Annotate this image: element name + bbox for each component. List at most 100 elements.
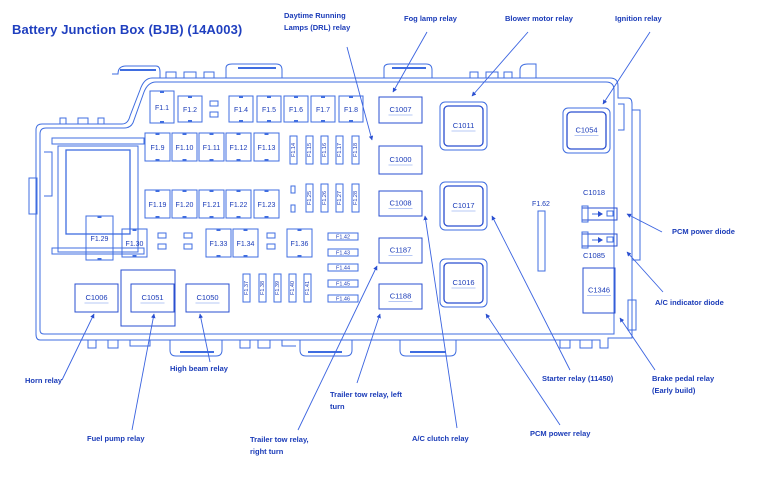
fuse-label: F1.30 — [126, 241, 144, 248]
leader-ac-diode — [626, 251, 664, 293]
connector-c1188[interactable]: C1188 — [378, 283, 423, 310]
callout-drl-line2: Lamps (DRL) relay — [284, 23, 351, 32]
fuse-f1-15[interactable]: F1.15 — [305, 135, 314, 165]
fuse-f1-25[interactable]: F1.25 — [305, 183, 314, 213]
connector-c1008[interactable]: C1008 — [378, 190, 423, 217]
callout-drl-line1: Daytime Running — [284, 11, 346, 20]
fuse-f1-37[interactable]: F1.37 — [242, 273, 251, 303]
leader-ac-clutch — [423, 215, 458, 429]
fuse-label: F1.9 — [150, 145, 164, 152]
fuse-label: F1.46 — [336, 296, 350, 302]
fuse-f1-19[interactable]: F1.19 — [144, 189, 171, 219]
fuse-f1-42[interactable]: F1.42 — [327, 232, 359, 241]
connector-c1011[interactable]: C1011 — [439, 101, 488, 151]
connector-c1051[interactable]: C1051 — [130, 283, 175, 313]
fuse-f1-5[interactable]: F1.5 — [256, 95, 282, 123]
leader-high-beam — [198, 313, 211, 363]
connector-c1006[interactable]: C1006 — [74, 283, 119, 313]
connector-label: C1000 — [389, 155, 411, 164]
diagram-title: Battery Junction Box (BJB) (14A003) — [12, 22, 243, 37]
fuse-f1-30[interactable]: F1.30 — [121, 228, 148, 258]
fuse-f1-11[interactable]: F1.11 — [198, 132, 225, 162]
connector-c1054[interactable]: C1054 — [562, 107, 611, 154]
fuse-f1-28[interactable]: F1.28 — [351, 183, 360, 213]
fuse-f1-14[interactable]: F1.14 — [289, 135, 298, 165]
fuse-label: F1.16 — [322, 143, 328, 157]
connector-c1016[interactable]: C1016 — [439, 258, 488, 308]
connector-c1051-housing — [120, 269, 176, 327]
fuse-f1-46[interactable]: F1.46 — [327, 294, 359, 303]
callout-horn-relay: Horn relay — [25, 376, 63, 385]
fuse-f1-34[interactable]: F1.34 — [232, 228, 259, 258]
callout-drl-relay: Daytime Running Lamps (DRL) relay — [284, 10, 350, 34]
fuse-f1-26[interactable]: F1.26 — [320, 183, 329, 213]
fuse-label: F1.43 — [336, 250, 350, 256]
connector-label: C1007 — [389, 105, 411, 114]
fuse-f1-39[interactable]: F1.39 — [273, 273, 282, 303]
connector-label: C1346 — [588, 285, 610, 294]
fuse-f1-6[interactable]: F1.6 — [283, 95, 309, 123]
fuse-f1-4[interactable]: F1.4 — [228, 95, 254, 123]
fuse-f1-40[interactable]: F1.40 — [288, 273, 297, 303]
fuse-f1-7[interactable]: F1.7 — [310, 95, 336, 123]
fuse-f1-16[interactable]: F1.16 — [320, 135, 329, 165]
fuse-f1-36[interactable]: F1.36 — [286, 228, 313, 258]
callout-pcm-power-relay: PCM power relay — [530, 429, 591, 438]
fuse-f1-18[interactable]: F1.18 — [351, 135, 360, 165]
fuse-f1-38[interactable]: F1.38 — [258, 273, 267, 303]
fuse-f1-62[interactable] — [537, 210, 546, 272]
connector-c1050[interactable]: C1050 — [185, 283, 230, 313]
fuse-label: F1.28 — [353, 191, 359, 205]
callout-fuel-pump-relay: Fuel pump relay — [87, 434, 145, 443]
leader-blower — [471, 31, 529, 97]
fuse-f1-23[interactable]: F1.23 — [253, 189, 280, 219]
fuse-f1-13[interactable]: F1.13 — [253, 132, 280, 162]
fuse-f1-17[interactable]: F1.17 — [335, 135, 344, 165]
fuse-label: F1.25 — [307, 191, 313, 205]
fuse-f1-20[interactable]: F1.20 — [171, 189, 198, 219]
fuse-label: F1.27 — [337, 191, 343, 205]
fuse-f1-2[interactable]: F1.2 — [177, 95, 203, 123]
fuse-f1-22[interactable]: F1.22 — [225, 189, 252, 219]
fuse-f1-27[interactable]: F1.27 — [335, 183, 344, 213]
fuse-f1-10[interactable]: F1.10 — [171, 132, 198, 162]
leader-horn — [61, 313, 95, 381]
callout-pcm-power-diode: PCM power diode — [672, 227, 735, 236]
fuse-f1-8[interactable]: F1.8 — [338, 95, 364, 123]
spare-slot — [157, 243, 167, 250]
fuse-f1-21[interactable]: F1.21 — [198, 189, 225, 219]
fuse-f1-41[interactable]: F1.41 — [303, 273, 312, 303]
fuse-f1-12[interactable]: F1.12 — [225, 132, 252, 162]
connector-c1346[interactable]: C1346 — [582, 267, 616, 314]
connector-c1187[interactable]: C1187 — [378, 237, 423, 264]
fuse-label: F1.41 — [305, 281, 311, 295]
fuse-f1-44[interactable]: F1.44 — [327, 263, 359, 272]
fuse-f1-45[interactable]: F1.45 — [327, 279, 359, 288]
fuse-f1-29[interactable]: F1.29 — [85, 215, 114, 261]
diode-c1018[interactable] — [581, 205, 618, 223]
connector-label: C1008 — [389, 198, 411, 207]
fuse-label: F1.40 — [290, 281, 296, 295]
connector-c1007[interactable]: C1007 — [378, 96, 423, 124]
callout-brake-line1: Brake pedal relay — [652, 374, 715, 383]
fuse-label: F1.13 — [258, 145, 276, 152]
callout-trailer-right-line1: Trailer tow relay, — [250, 435, 309, 444]
fuse-f1-43[interactable]: F1.43 — [327, 248, 359, 257]
connector-c1017[interactable]: C1017 — [439, 181, 488, 231]
fuse-f1-9[interactable]: F1.9 — [144, 132, 171, 162]
connector-c1000[interactable]: C1000 — [378, 145, 423, 175]
fuse-label: F1.38 — [260, 281, 266, 295]
spare-slot — [266, 243, 276, 250]
fuse-label: F1.6 — [289, 107, 303, 114]
diode-c1085[interactable] — [581, 231, 618, 249]
leader-fog — [392, 31, 428, 93]
fuse-label: F1.29 — [91, 236, 109, 243]
fuse-f1-33[interactable]: F1.33 — [205, 228, 232, 258]
fuse-label: F1.23 — [258, 202, 276, 209]
fuse-f1-1[interactable]: F1.1 — [149, 90, 175, 124]
callout-high-beam-relay: High beam relay — [170, 364, 228, 373]
callout-blower-motor-relay: Blower motor relay — [505, 14, 573, 23]
leader-pcm-relay — [485, 313, 561, 426]
fuse-label: F1.34 — [237, 241, 255, 248]
fuse-label: F1.7 — [316, 107, 330, 114]
